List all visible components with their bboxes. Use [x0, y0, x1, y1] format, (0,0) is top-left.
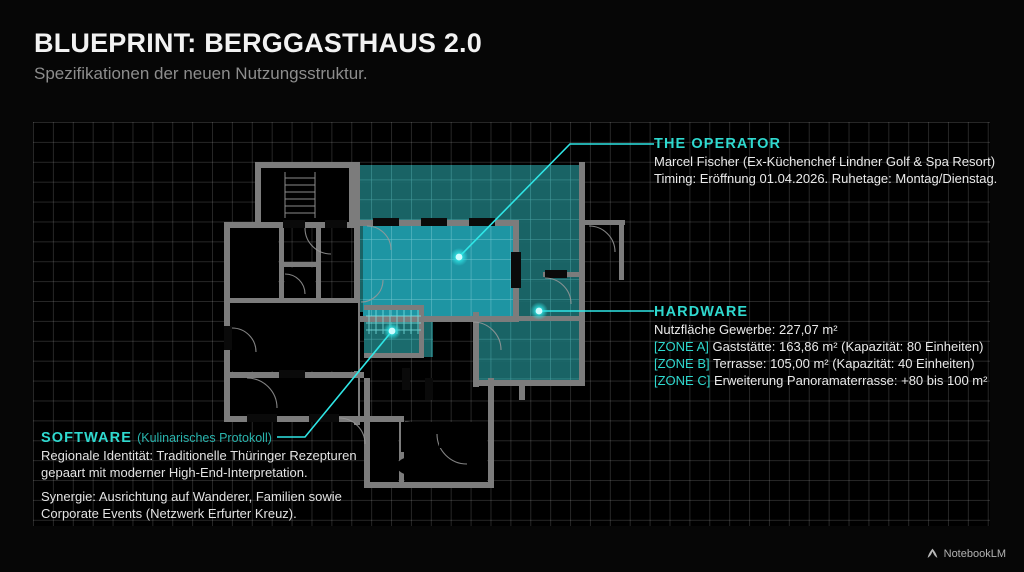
fixtures	[397, 422, 455, 475]
annotation-software-p2-l2: Corporate Events (Netzwerk Erfurter Kreu…	[41, 506, 297, 521]
zone-row-b: [ZONE B] Terrasse: 105,00 m² (Kapazität:…	[654, 356, 987, 371]
annotation-software-p1-l1: Regionale Identität: Traditionelle Thüri…	[41, 448, 357, 463]
blueprint-panel	[33, 122, 990, 526]
page-title: BLUEPRINT: BERGGASTHAUS 2.0	[34, 28, 482, 58]
watermark-label: NotebookLM	[943, 547, 1006, 560]
door-openings	[224, 218, 567, 422]
annotation-software-subheading: (Kulinarisches Protokoll)	[137, 431, 272, 445]
annotation-hardware: HARDWARE Nutzfläche Gewerbe: 227,07 m² […	[654, 304, 987, 388]
notebooklm-logo-icon	[927, 548, 937, 558]
annotation-operator-line-2: Timing: Eröffnung 01.04.2026. Ruhetage: …	[654, 171, 998, 186]
page-subtitle: Spezifikationen der neuen Nutzungsstrukt…	[34, 64, 368, 83]
annotation-software-p1-l2: gepaart mit moderner High-End-Interpreta…	[41, 465, 308, 480]
annotation-operator-line-1: Marcel Fischer (Ex-Küchenchef Lindner Go…	[654, 154, 996, 169]
watermark: NotebookLM	[926, 547, 1006, 560]
annotation-operator: THE OPERATOR Marcel Fischer (Ex-Küchench…	[654, 136, 997, 186]
annotation-software-p2-l1: Synergie: Ausrichtung auf Wanderer, Fami…	[41, 489, 342, 504]
staircase-upper	[284, 172, 316, 218]
annotation-software-heading-main: SOFTWARE	[41, 430, 132, 446]
zone-tag-a: [ZONE A]	[654, 339, 709, 354]
zone-a-gaststaette	[363, 225, 515, 320]
staircase-lower	[366, 310, 421, 334]
zone-tag-c: [ZONE C]	[654, 373, 711, 388]
floor-plan-drawing	[224, 143, 654, 488]
leader-lines	[277, 143, 654, 438]
zone-text-c: Erweiterung Panoramaterrasse: +80 bis 10…	[710, 373, 988, 388]
leader-dots	[383, 248, 548, 340]
zone-tag-b: [ZONE B]	[654, 356, 710, 371]
annotation-software: SOFTWARE (Kulinarisches Protokoll) Regio…	[41, 430, 357, 521]
header: BLUEPRINT: BERGGASTHAUS 2.0 Spezifikatio…	[34, 28, 482, 84]
leader-line-operator	[458, 143, 654, 258]
zone-text-b: Terrasse: 105,00 m² (Kapazität: 40 Einhe…	[709, 356, 975, 371]
annotation-software-heading: SOFTWARE (Kulinarisches Protokoll)	[41, 430, 357, 446]
annotation-operator-heading: THE OPERATOR	[654, 136, 782, 152]
zone-text-a: Gaststätte: 163,86 m² (Kapazität: 80 Ein…	[708, 339, 984, 354]
annotation-hardware-total: Nutzfläche Gewerbe: 227,07 m²	[654, 322, 838, 337]
annotation-hardware-heading: HARDWARE	[654, 304, 749, 320]
zone-row-c: [ZONE C] Erweiterung Panoramaterrasse: +…	[654, 373, 987, 388]
leader-line-software	[277, 330, 393, 438]
zone-row-a: [ZONE A] Gaststätte: 163,86 m² (Kapazitä…	[654, 339, 987, 354]
